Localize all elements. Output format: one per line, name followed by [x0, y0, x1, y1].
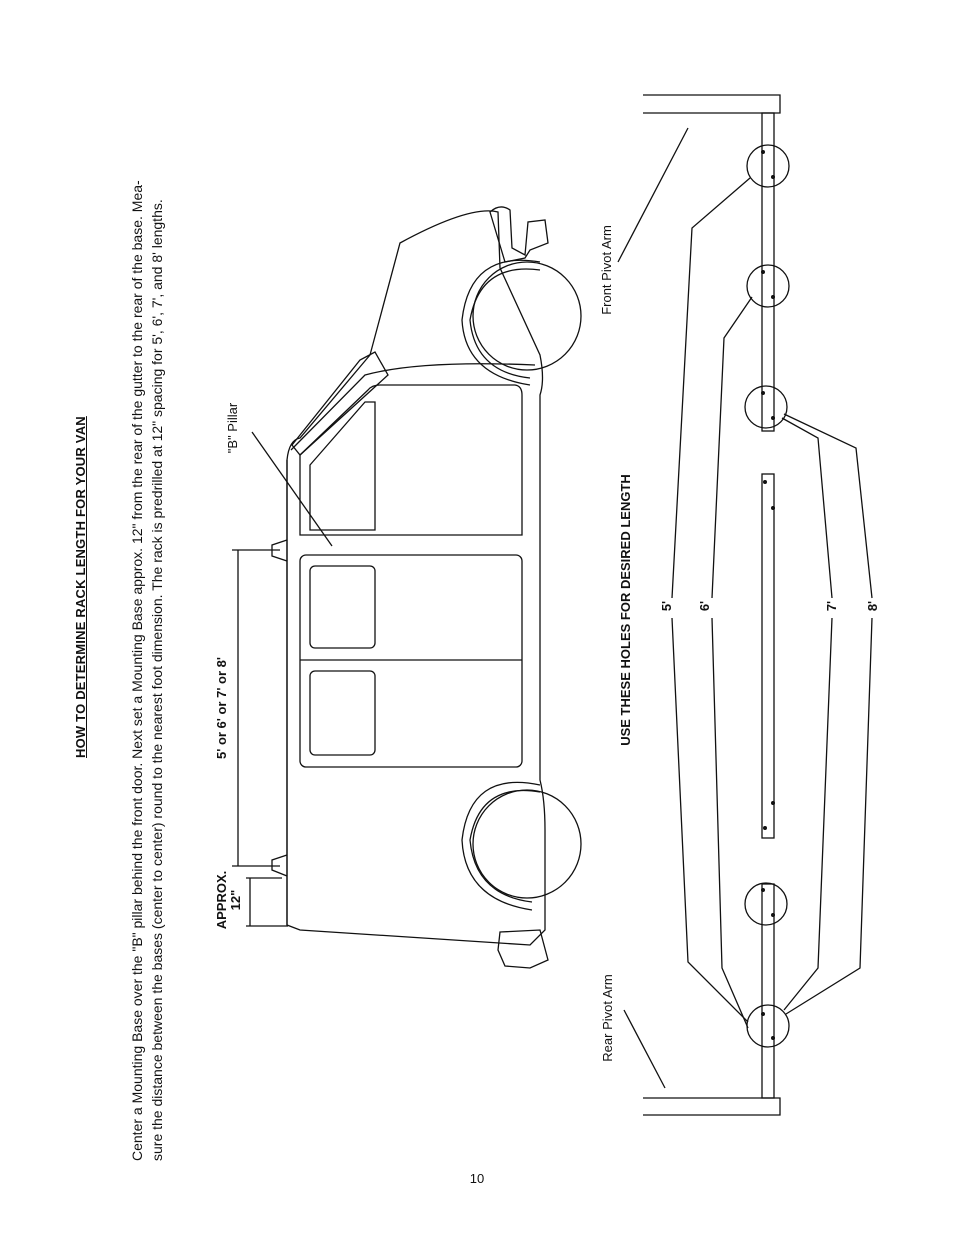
rack-center-bar [761, 473, 775, 839]
van-sliding-door [299, 554, 523, 768]
van-roof-line [290, 363, 536, 451]
length-6ft-label: 6' [697, 600, 712, 612]
hole-circle-4 [744, 882, 788, 926]
rack-holes [761, 150, 775, 1040]
rear-arm-leader [623, 1009, 666, 1089]
leader-8ft [783, 413, 873, 1015]
approx-value: 12" [228, 889, 243, 911]
leader-5ft [671, 177, 751, 1023]
rear-pivot-arm [643, 1097, 781, 1116]
leader-7ft [781, 417, 833, 1011]
length-7ft-label: 7' [824, 600, 839, 612]
van-side-window-1 [309, 565, 376, 649]
rear-pivot-arm-label: Rear Pivot Arm [600, 974, 615, 1062]
holes-label: USE THESE HOLES FOR DESIRED LENGTH [618, 474, 633, 746]
van-side-window-2 [309, 670, 376, 756]
van-drawing [232, 206, 582, 969]
van-front-window [309, 401, 376, 531]
rack-rail-rear [761, 883, 775, 1099]
van-front-wheel [472, 261, 582, 371]
b-pillar-leader [251, 431, 333, 547]
leader-6ft [711, 296, 753, 1029]
van-windshield [291, 351, 389, 456]
length-5ft-label: 5' [659, 600, 674, 612]
van-front-bumper [489, 206, 549, 263]
hole-circle-5 [746, 1004, 790, 1048]
van-rear-wheel [472, 789, 582, 899]
length-label: 5' or 6' or 7' or 8' [214, 657, 229, 759]
hole-circle-3 [744, 385, 788, 429]
rear-mounting-base [271, 854, 288, 877]
rack-drawing [617, 94, 873, 1116]
hole-circle-1 [746, 144, 790, 188]
instructions-line-2: sure the distance between the bases (cen… [149, 199, 165, 1161]
page-heading: HOW TO DETERMINE RACK LENGTH FOR YOUR VA… [73, 416, 88, 758]
van-rear-wheel-arch [461, 781, 541, 911]
page-number: 10 [469, 1171, 485, 1186]
front-pivot-arm-label: Front Pivot Arm [599, 225, 614, 315]
hole-circle-2 [746, 264, 790, 308]
front-arm-leader [617, 127, 689, 263]
van-front-door [299, 384, 523, 536]
instructions-line-1: Center a Mounting Base over the "B" pill… [129, 180, 145, 1161]
van-rear-bumper [497, 929, 549, 969]
van-body-outline [286, 210, 546, 946]
length-8ft-label: 8' [865, 600, 880, 612]
front-pivot-arm [643, 94, 781, 114]
b-pillar-label: "B" Pillar [225, 402, 240, 454]
